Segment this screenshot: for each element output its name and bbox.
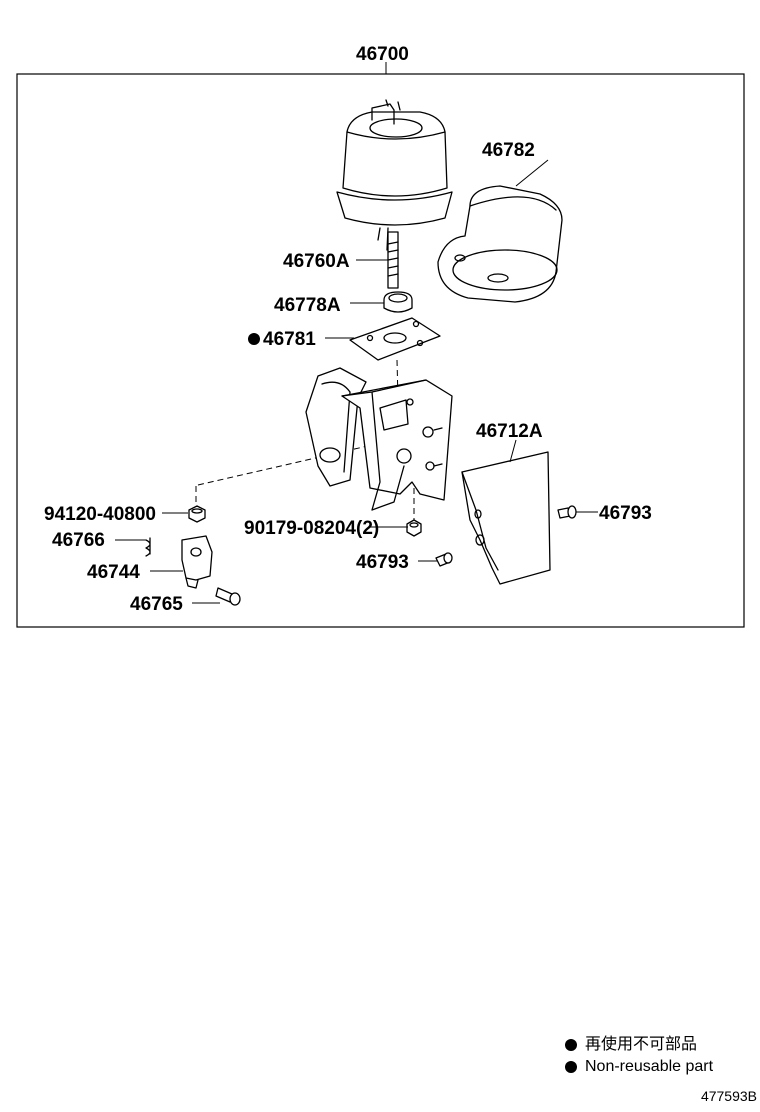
nut-94120	[188, 505, 206, 523]
part-label-90179-08204: 90179-08204(2)	[244, 518, 379, 539]
assembly-frame	[16, 73, 745, 628]
part-label-46765: 46765	[130, 594, 183, 615]
bolt-46793-right	[557, 505, 577, 519]
part-label-46712A: 46712A	[476, 421, 543, 442]
cover-cup	[437, 185, 563, 303]
part-label-46778A: 46778A	[274, 295, 341, 316]
heat-shield	[461, 451, 551, 585]
legend-english-text: Non-reusable part	[585, 1058, 714, 1075]
bolt-46793-bottom	[435, 552, 453, 567]
clip-46766	[145, 537, 151, 557]
grommet	[383, 291, 413, 313]
bullet-icon	[565, 1039, 577, 1051]
legend-japanese-text: 再使用不可部品	[585, 1036, 698, 1053]
part-label-46793-bottom: 46793	[356, 552, 409, 573]
bullet-icon	[565, 1061, 577, 1073]
part-label-46744: 46744	[87, 562, 140, 583]
nut-90179	[406, 519, 422, 537]
legend: 再使用不可部品 Non-reusable part	[565, 1034, 713, 1078]
non-reusable-marker	[248, 333, 260, 345]
part-label-46766: 46766	[52, 530, 105, 551]
part-label-46760A: 46760A	[283, 251, 350, 272]
part-label-46782: 46782	[482, 140, 535, 161]
actuator-dome	[336, 99, 453, 289]
legend-row-english: Non-reusable part	[565, 1056, 713, 1078]
assembly-number-label: 46700	[356, 44, 409, 65]
bolt-46765	[215, 587, 241, 606]
part-label-94120-40800: 94120-40800	[44, 504, 156, 525]
catalog-code: 477593B	[700, 1088, 757, 1104]
part-label-46793-right: 46793	[599, 503, 652, 524]
bracket-46744	[181, 535, 213, 589]
gasket-plate	[349, 317, 441, 361]
mount-bracket	[305, 367, 453, 511]
legend-row-japanese: 再使用不可部品	[565, 1034, 713, 1056]
part-label-46781: 46781	[263, 329, 316, 350]
